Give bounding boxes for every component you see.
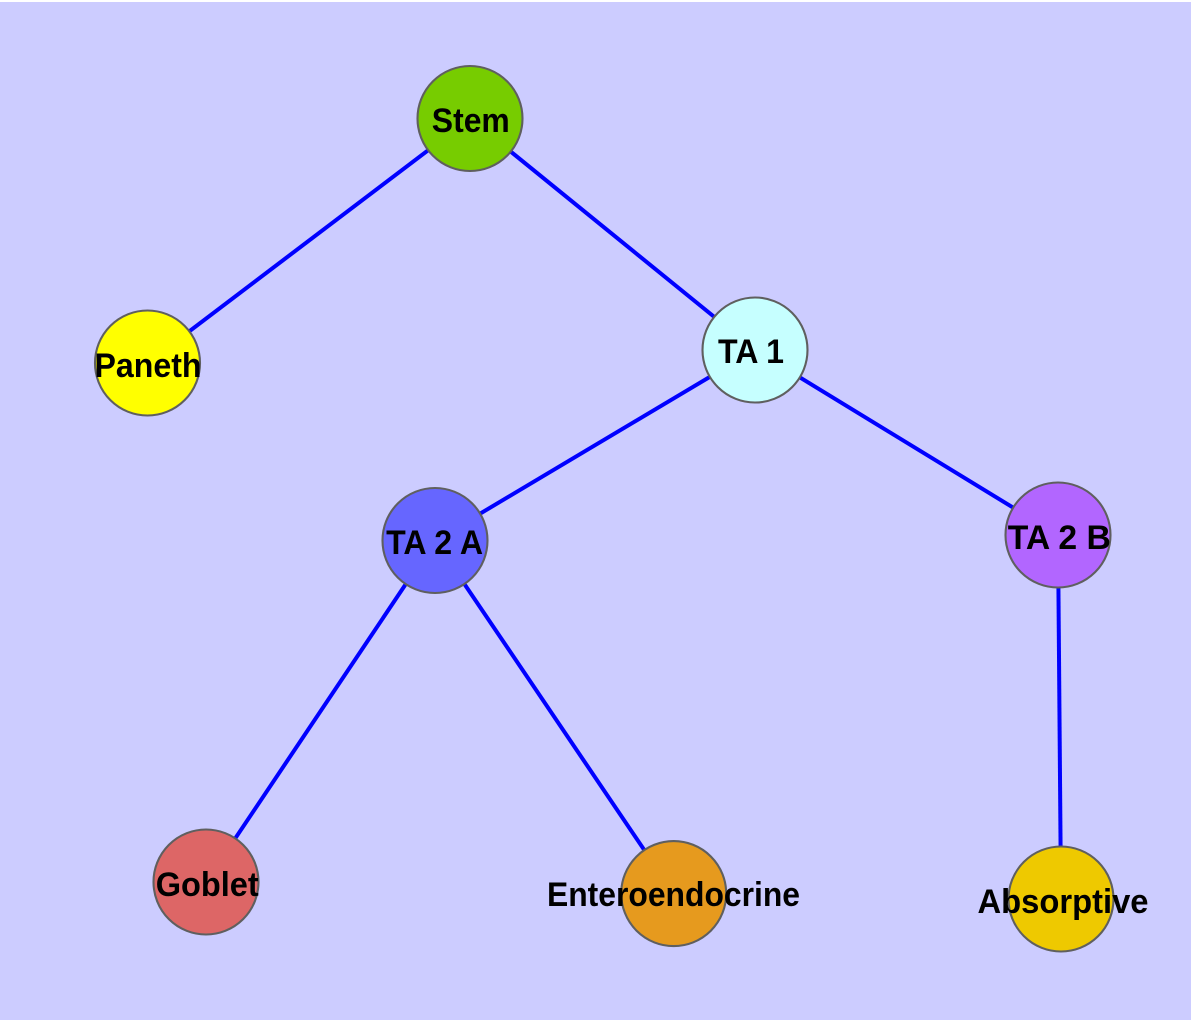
svg-text:TA 1: TA 1 (718, 333, 784, 371)
svg-text:Enteroendocrine: Enteroendocrine (547, 876, 800, 914)
svg-text:TA 2 A: TA 2 A (386, 524, 483, 562)
svg-text:TA 2 B: TA 2 B (1008, 519, 1111, 557)
svg-text:Goblet: Goblet (156, 866, 259, 904)
svg-text:Absorptive: Absorptive (978, 883, 1149, 921)
svg-text:Stem: Stem (432, 102, 510, 140)
svg-text:Paneth: Paneth (95, 347, 202, 385)
